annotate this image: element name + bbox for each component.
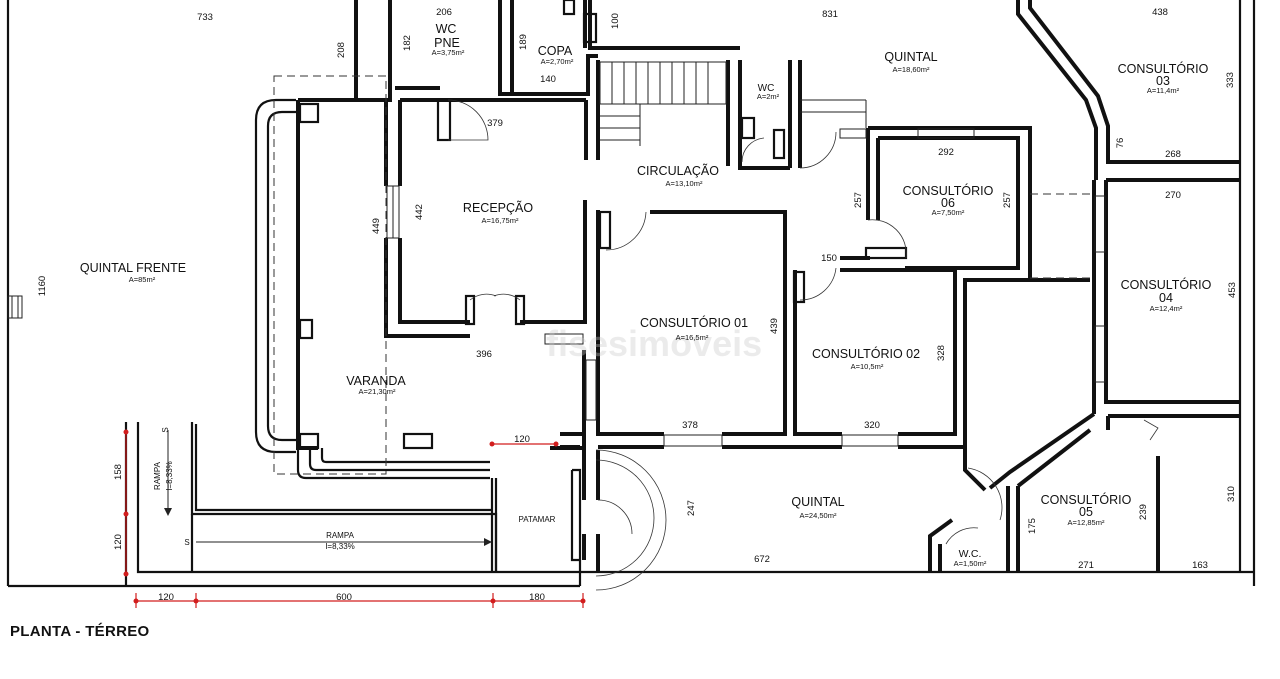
dim-239: 239 — [1138, 504, 1149, 520]
room-patamar: PATAMAR — [519, 515, 556, 524]
room-varanda: VARANDA — [346, 374, 406, 388]
dim-120-red: 120 — [514, 434, 530, 445]
dim-292: 292 — [938, 147, 954, 158]
area-quintal-lateral: A=24,50m² — [800, 511, 837, 520]
ruler-600: 600 — [336, 592, 352, 603]
area-quintal-fundos: A=18,60m² — [893, 65, 930, 74]
dim-257a: 257 — [853, 192, 864, 208]
room-labels: QUINTAL FRENTE A=85m² WC PNE A=3,75m² CO… — [80, 22, 1212, 568]
dim-320: 320 — [864, 420, 880, 431]
dim-1160: 1160 — [37, 276, 48, 296]
area-consultorio-02: A=10,5m² — [851, 362, 884, 371]
area-copa: A=2,70m² — [541, 57, 574, 66]
area-consultorio-03: A=11,4m² — [1147, 86, 1180, 95]
ramp-arrows — [164, 430, 492, 546]
area-quintal-frente: A=85m² — [129, 275, 156, 284]
room-consultorio-04: CONSULTÓRIO — [1121, 277, 1212, 292]
dim-189: 189 — [518, 34, 529, 50]
room-wc: WC — [758, 83, 775, 94]
dim-328: 328 — [936, 345, 947, 361]
area-consultorio-06: A=7,50m² — [932, 208, 965, 217]
room-consultorio-01: CONSULTÓRIO 01 — [640, 315, 748, 330]
area-wc-pne: A=3,75m² — [432, 48, 465, 57]
area-consultorio-01: A=16,5m² — [676, 333, 709, 342]
dim-206: 206 — [436, 7, 452, 18]
walls — [6, 0, 1256, 588]
ruler-vertical — [123, 429, 559, 577]
room-consultorio-05: CONSULTÓRIO — [1041, 492, 1132, 507]
dim-158: 158 — [113, 464, 124, 480]
dim-182: 182 — [402, 35, 413, 51]
dim-247: 247 — [686, 500, 697, 516]
room-rampa-h: RAMPA — [326, 531, 355, 540]
room-circulacao: CIRCULAÇÃO — [637, 164, 719, 178]
dim-100a: 100 — [610, 13, 621, 29]
dim-379: 379 — [487, 118, 503, 129]
dim-175: 175 — [1027, 518, 1038, 534]
dim-453: 453 — [1227, 282, 1238, 298]
dim-378: 378 — [682, 420, 698, 431]
area-rampa-v: I=8,33% — [165, 461, 174, 491]
dim-438: 438 — [1152, 7, 1168, 18]
area-varanda: A=21,30m² — [359, 387, 396, 396]
watermark: fisesimoveis — [546, 323, 762, 364]
room-wc-pne: WC — [436, 22, 457, 36]
dim-120-v: 120 — [113, 534, 124, 550]
room-quintal-lateral: QUINTAL — [791, 495, 844, 509]
dim-270: 270 — [1165, 190, 1181, 201]
dim-257b: 257 — [1002, 192, 1013, 208]
room-consultorio-06-num: 06 — [941, 196, 955, 210]
slope-mark-h: S — [184, 538, 189, 547]
dim-76: 76 — [1115, 138, 1126, 149]
area-circulacao: A=13,10m² — [666, 179, 703, 188]
dim-140: 140 — [540, 74, 556, 85]
slope-mark-v: S — [161, 427, 170, 432]
area-wc-c: A=1,50m² — [954, 559, 987, 568]
area-wc: A=2m² — [757, 92, 780, 101]
ruler-horizontal — [133, 593, 586, 608]
room-consultorio-03-num: 03 — [1156, 74, 1170, 88]
dim-733: 733 — [197, 12, 213, 23]
room-quintal-fundos: QUINTAL — [884, 50, 937, 64]
dim-310: 310 — [1226, 486, 1237, 502]
plan-title: PLANTA - TÉRREO — [10, 623, 150, 640]
dim-208: 208 — [336, 42, 347, 58]
room-quintal-frente: QUINTAL FRENTE — [80, 261, 186, 275]
room-consultorio-05-num: 05 — [1079, 505, 1093, 519]
door-swings — [447, 99, 1159, 591]
room-wc-pne-2: PNE — [434, 36, 460, 50]
details — [7, 0, 1106, 475]
room-consultorio-06: CONSULTÓRIO — [903, 183, 994, 198]
dim-831: 831 — [822, 9, 838, 20]
room-rampa-v: RAMPA — [153, 461, 162, 490]
dimension-labels: 733 206 100 831 438 208 182 189 140 1160… — [37, 7, 1238, 603]
dim-333: 333 — [1225, 72, 1236, 88]
area-consultorio-04: A=12,4m² — [1150, 304, 1183, 313]
room-consultorio-04-num: 04 — [1159, 291, 1173, 305]
area-consultorio-05: A=12,85m² — [1068, 518, 1105, 527]
dim-442: 442 — [414, 204, 425, 220]
ruler-180: 180 — [529, 592, 545, 603]
dim-449: 449 — [371, 218, 382, 234]
area-rampa-h: I=8,33% — [325, 542, 355, 551]
dim-672: 672 — [754, 554, 770, 565]
dim-163: 163 — [1192, 560, 1208, 571]
dim-271: 271 — [1078, 560, 1094, 571]
dim-439: 439 — [769, 318, 780, 334]
room-consultorio-03: CONSULTÓRIO — [1118, 61, 1209, 76]
dim-396: 396 — [476, 349, 492, 360]
room-consultorio-02: CONSULTÓRIO 02 — [812, 346, 920, 361]
room-wc-c: W.C. — [959, 548, 982, 560]
area-recepcao: A=16,75m² — [482, 216, 519, 225]
room-recepcao: RECEPÇÃO — [463, 201, 533, 215]
ruler-120: 120 — [158, 592, 174, 603]
stairs — [599, 61, 727, 146]
room-copa: COPA — [538, 44, 573, 58]
dim-150: 150 — [821, 253, 837, 264]
dim-268: 268 — [1165, 149, 1181, 160]
